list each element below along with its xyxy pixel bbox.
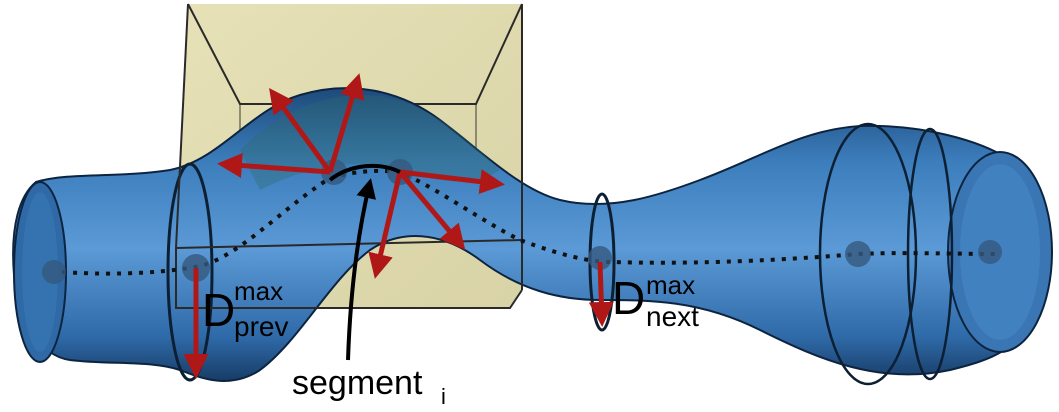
arrow-up-left [269,87,333,174]
segment-arc [328,163,401,182]
arrow-down-right [398,170,466,250]
label-segment: segment i [292,364,446,409]
arrow-left [217,153,331,178]
label-d-next: D max next [612,270,699,332]
label-d-prev-sub: prev [234,311,288,342]
arrow-d-next [588,261,614,327]
node-next [588,246,612,270]
label-d-prev-main: D [202,284,235,336]
label-d-next-main: D [612,272,645,324]
segment-pointer [346,178,376,361]
label-segment-main: segment [292,364,423,402]
node-right-1 [845,241,871,267]
label-segment-sub: i [441,384,446,409]
node-left-end [42,260,66,284]
node-right-2 [978,240,1002,264]
arrow-up-right [327,73,365,173]
arrow-down [368,171,403,279]
label-d-next-sub: next [646,301,699,332]
centerline-nodes [42,159,1002,284]
prev-cross-section-ring [166,162,214,382]
direction-arrows [183,73,614,379]
label-d-prev-sup: max [234,276,283,306]
arrow-right [399,169,505,195]
vessel-tube [12,87,1053,386]
right-cross-section-ring-2 [906,127,954,381]
label-d-prev: D max prev [202,276,288,342]
label-d-next-sup: max [646,270,695,300]
